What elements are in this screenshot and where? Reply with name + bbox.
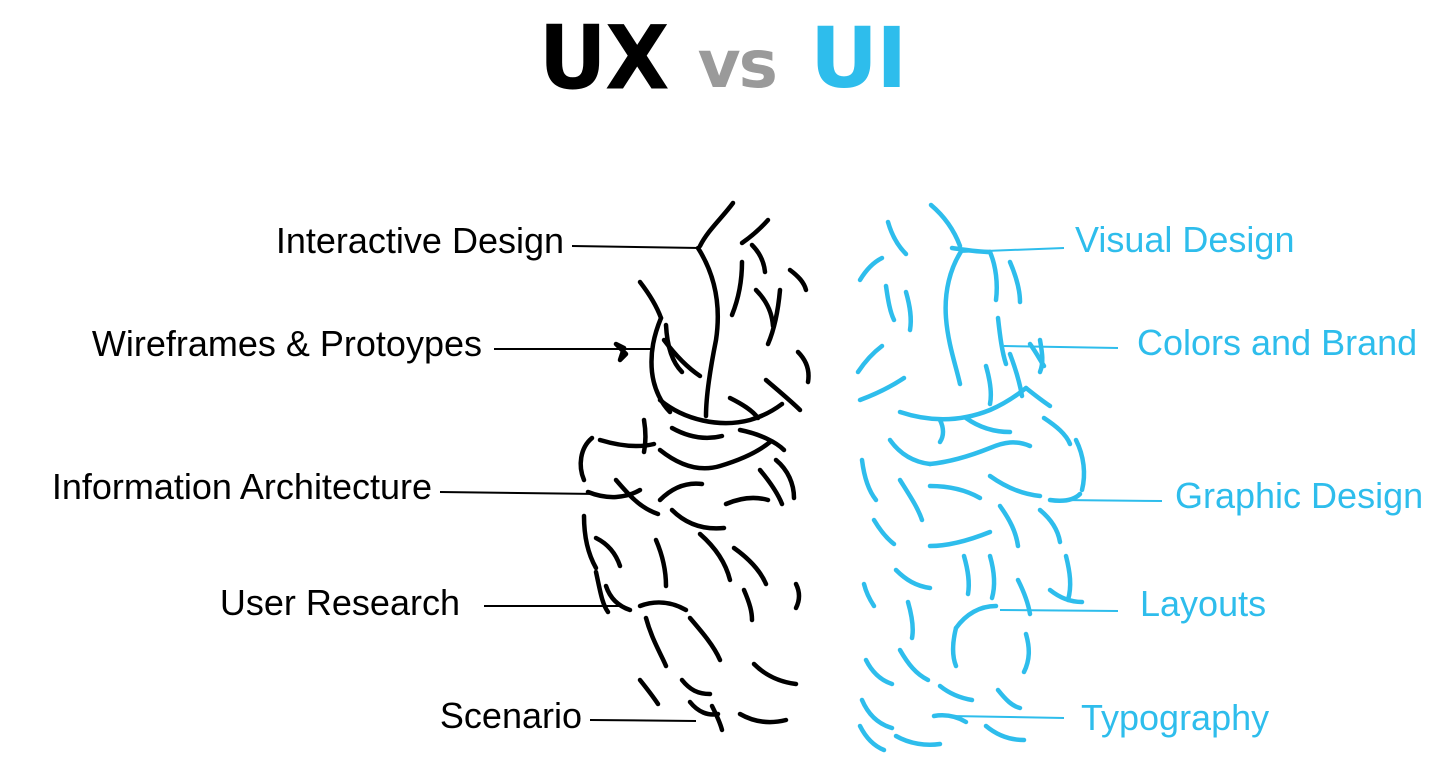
- ui-label-colors-brand: Colors and Brand: [1137, 322, 1418, 363]
- left-hemisphere-ux: [578, 200, 811, 733]
- ux-label-information-architecture: Information Architecture: [51, 466, 432, 507]
- leader-layouts: [999, 609, 1119, 612]
- title-vs: vs: [697, 26, 778, 103]
- ui-label-graphic-design: Graphic Design: [1175, 475, 1424, 516]
- title-ui: UI: [809, 9, 907, 107]
- leader-information-architecture: [439, 491, 599, 495]
- leader-scenario: [589, 719, 697, 722]
- leader-interactive-design: [571, 245, 701, 249]
- diagram-title: UX vs UI: [0, 6, 1444, 115]
- leader-colors-brand: [1003, 345, 1119, 349]
- right-hemisphere-ui: [855, 202, 1087, 753]
- ux-label-user-research: User Research: [219, 582, 460, 623]
- leader-typography: [949, 715, 1065, 719]
- leader-visual-design: [959, 247, 1065, 253]
- ux-label-interactive-design: Interactive Design: [275, 220, 564, 261]
- ui-label-typography: Typography: [1081, 697, 1270, 738]
- ui-leader-lines: [949, 247, 1163, 719]
- ux-label-wireframes: Wireframes & Protoypes: [91, 323, 482, 364]
- ui-label-visual-design: Visual Design: [1075, 219, 1295, 260]
- ux-leader-lines: [439, 245, 701, 722]
- ux-label-scenario: Scenario: [439, 695, 582, 736]
- leader-graphic-design: [1059, 499, 1163, 502]
- title-ux: UX: [538, 6, 670, 110]
- ui-label-layouts: Layouts: [1140, 583, 1267, 624]
